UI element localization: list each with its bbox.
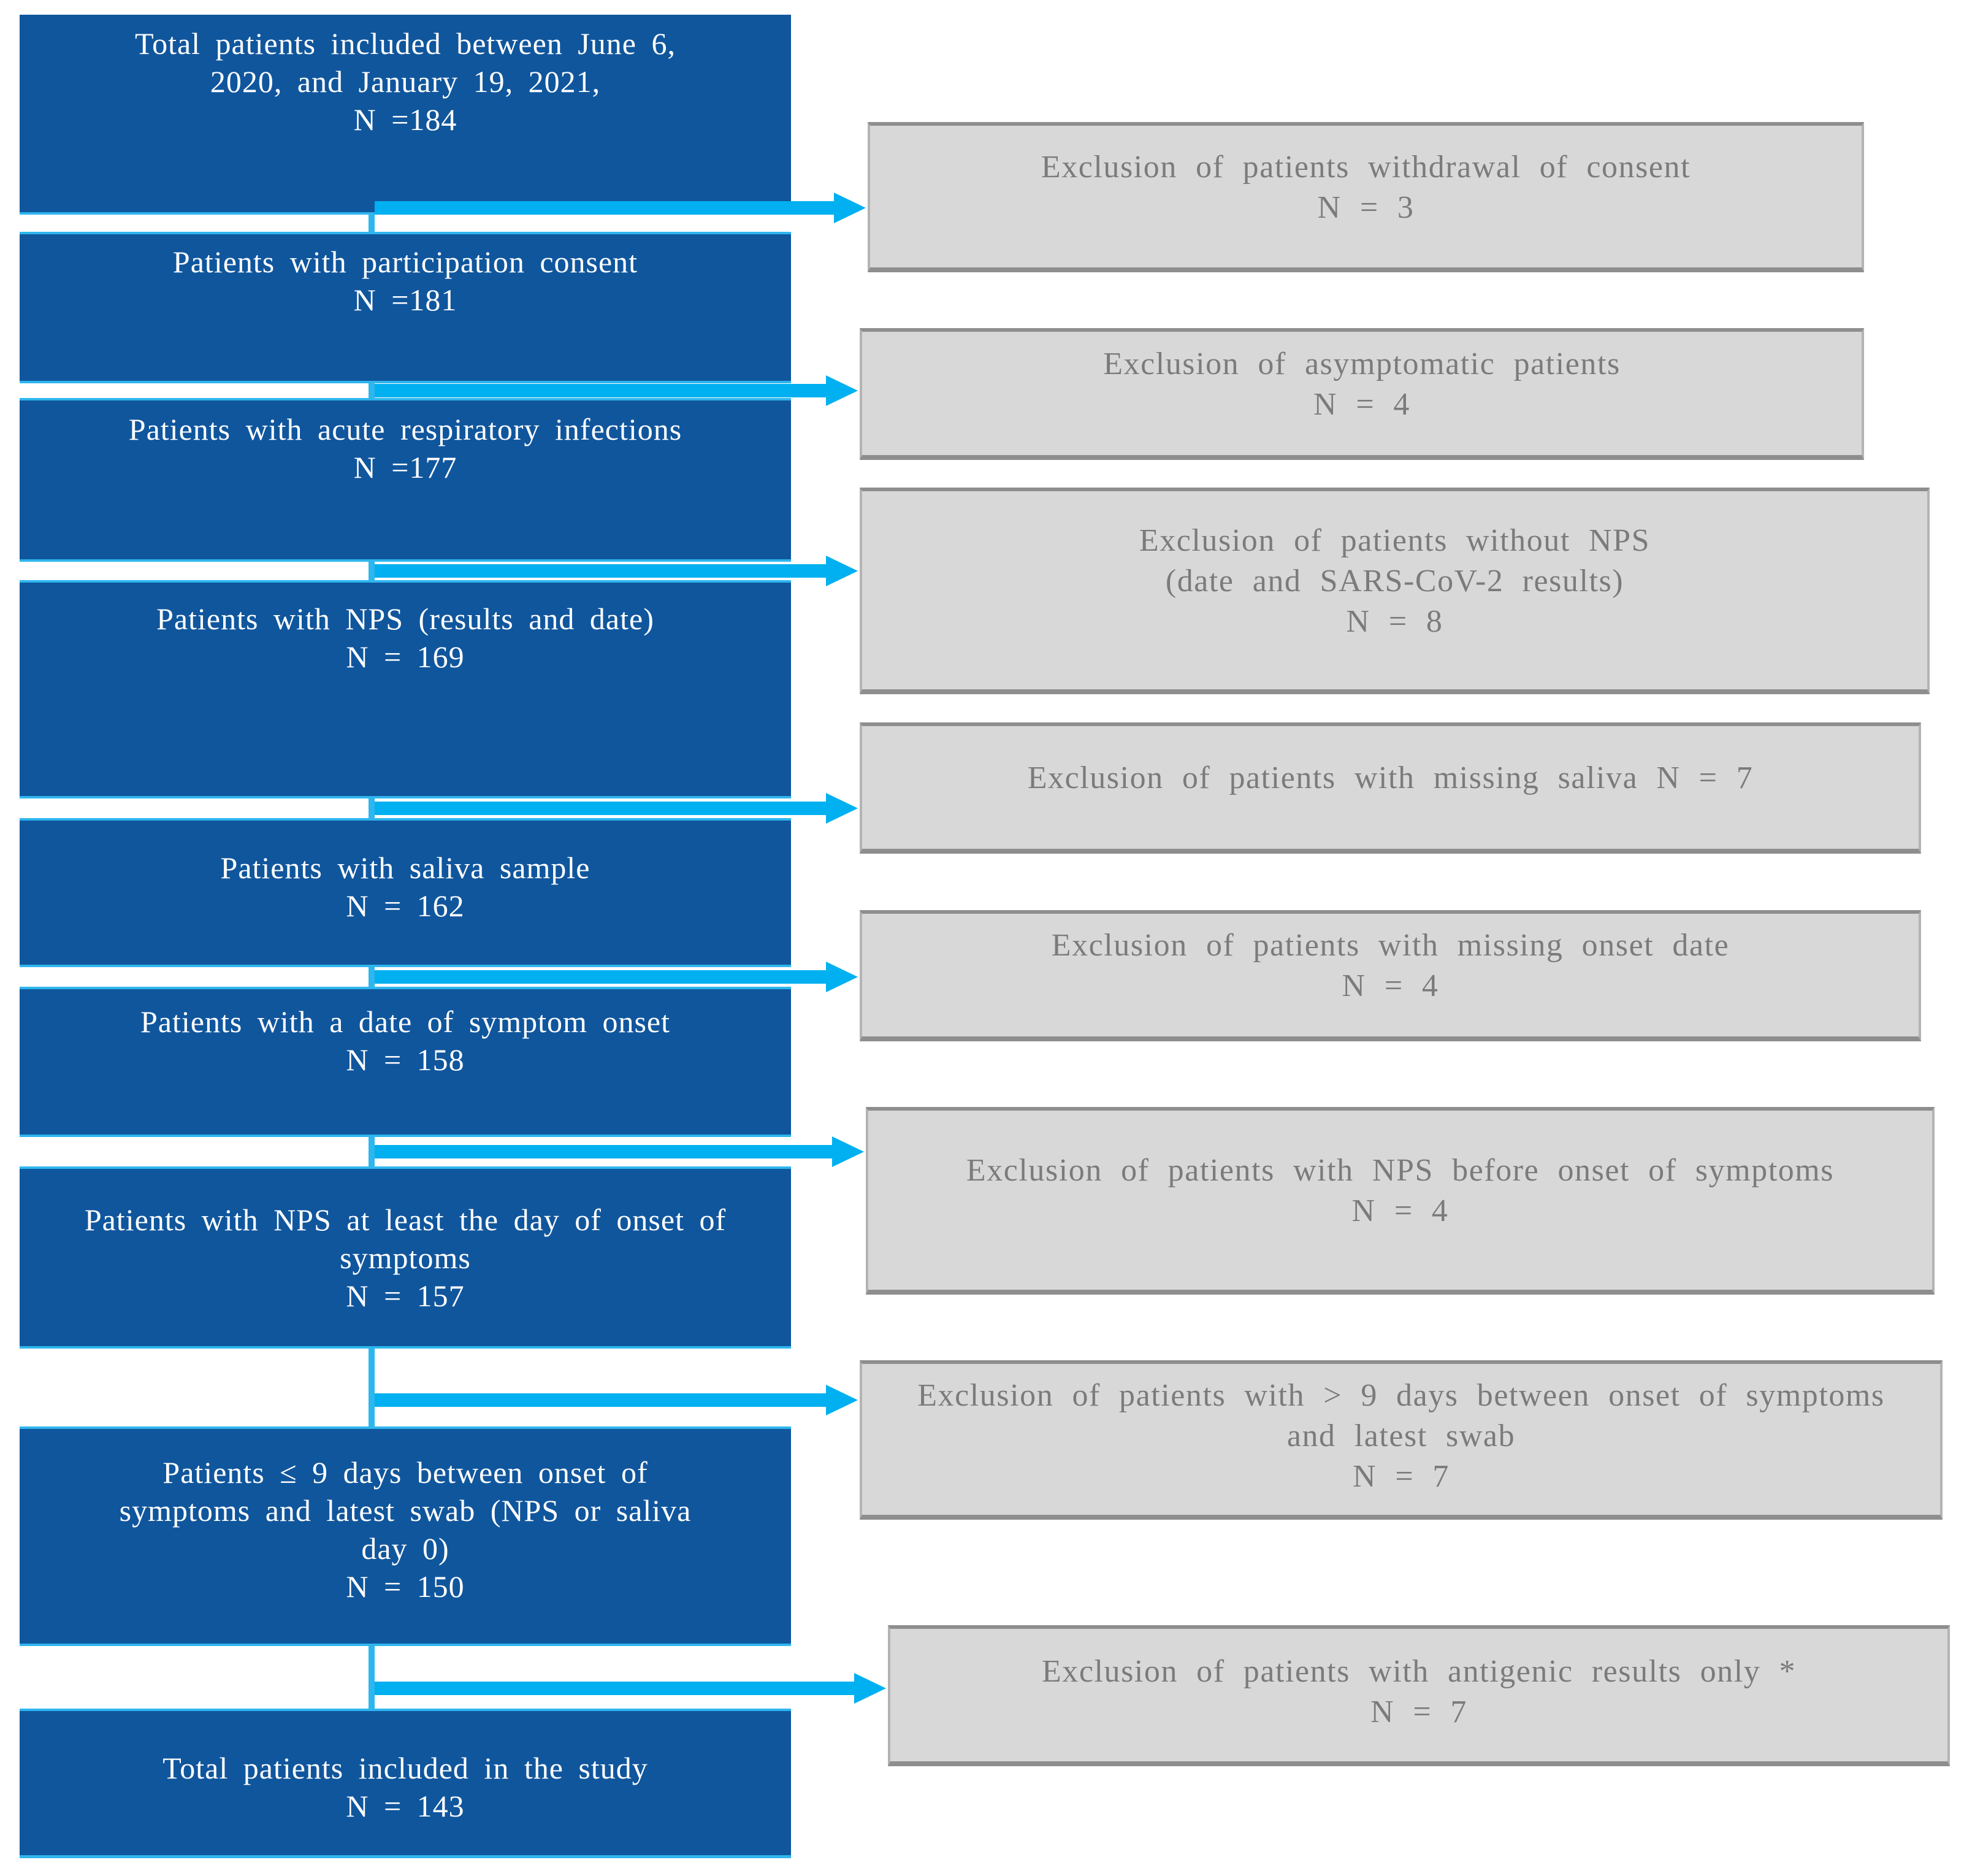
box-text-line: N = 8 [1346, 603, 1443, 639]
box-text-line: Exclusion of patients with antigenic res… [1041, 1654, 1797, 1689]
exclusion-box-asymptomatic: Exclusion of asymptomatic patients N = 4 [860, 328, 1864, 460]
exclusion-box-nps-before-onset: Exclusion of patients with NPS before on… [866, 1107, 1935, 1295]
box-text-line: N = 4 [1342, 968, 1439, 1003]
box-text-line: N = 7 [1353, 1459, 1450, 1494]
exclusion-box-missing-saliva: Exclusion of patients with missing saliv… [860, 722, 1921, 854]
box-text-line: Patients ≤ 9 days between onset of [162, 1455, 648, 1490]
flow-box-nps-day-of-onset: Patients with NPS at least the day of on… [20, 1169, 791, 1346]
box-text-line: day 0) [361, 1531, 449, 1566]
arrow-head-icon [832, 1136, 864, 1167]
box-text-line: N =184 [353, 102, 457, 137]
connector-gap-8 [20, 1644, 791, 1711]
box-text-line: Exclusion of patients with > 9 days betw… [917, 1378, 1885, 1413]
arrow-head-icon [826, 962, 858, 992]
flow-box-symptom-onset-date: Patients with a date of symptom onset N … [20, 989, 791, 1135]
connector-line [369, 215, 375, 232]
arrow-shaft [375, 564, 827, 578]
exclusion-box-missing-onset-date: Exclusion of patients with missing onset… [860, 910, 1921, 1041]
flow-box-total-in-study: Total patients included in the study N =… [20, 1711, 791, 1858]
arrow-head-icon [826, 793, 858, 824]
box-text-line: Exclusion of patients with missing onset… [1051, 928, 1730, 963]
connector-line [369, 1349, 375, 1426]
box-text-line: Patients with acute respiratory infectio… [128, 412, 682, 446]
box-text-line: Total patients included between June 6, [135, 26, 676, 61]
flow-arrow-2 [375, 375, 858, 406]
arrow-head-icon [826, 556, 858, 586]
arrow-shaft [375, 1145, 833, 1158]
arrow-shaft [375, 1393, 827, 1407]
box-text-line: N =181 [353, 283, 457, 317]
arrow-head-icon [826, 1385, 858, 1415]
box-text-line: Exclusion of patients withdrawal of cons… [1041, 149, 1691, 185]
box-text-line: Exclusion of patients with missing saliv… [1027, 760, 1754, 795]
box-text-line: Exclusion of patients with NPS before on… [966, 1153, 1835, 1188]
arrow-head-icon [826, 375, 858, 406]
box-text-line: symptoms and latest swab (NPS or saliva [119, 1493, 692, 1528]
flow-box-saliva-sample: Patients with saliva sample N = 162 [20, 821, 791, 965]
connector-line [369, 383, 375, 398]
flow-box-acute-respiratory: Patients with acute respiratory infectio… [20, 400, 791, 559]
exclusion-box-without-nps: Exclusion of patients without NPS (date … [860, 488, 1930, 694]
connector-line [369, 1137, 375, 1166]
exclusion-box-over-9-days: Exclusion of patients with > 9 days betw… [860, 1360, 1943, 1520]
flow-arrow-4 [375, 793, 858, 824]
box-text-line: N = 4 [1313, 386, 1410, 422]
flow-arrow-6 [375, 1136, 864, 1167]
box-text-line: N = 162 [346, 889, 465, 923]
box-text-line: Patients with saliva sample [220, 851, 590, 885]
box-text-line: Total patients included in the study [162, 1751, 648, 1785]
box-text-line: N = 7 [1370, 1694, 1467, 1729]
flow-arrow-1 [375, 193, 866, 223]
flow-arrow-7 [375, 1385, 858, 1415]
arrow-shaft [375, 802, 827, 815]
flow-arrow-3 [375, 556, 858, 586]
flow-arrow-8 [375, 1673, 886, 1704]
box-text-line: N = 150 [346, 1569, 465, 1604]
box-text-line: Exclusion of patients without NPS [1139, 523, 1651, 558]
arrow-head-icon [854, 1673, 886, 1704]
connector-line [369, 562, 375, 580]
connector-line [369, 967, 375, 987]
connector-gap-7 [20, 1346, 791, 1429]
exclusion-box-withdrawal-consent: Exclusion of patients withdrawal of cons… [868, 122, 1864, 272]
box-text-line: N = 158 [346, 1043, 465, 1077]
box-text-line: 2020, and January 19, 2021, [210, 64, 601, 99]
connector-line [369, 798, 375, 818]
exclusion-box-antigenic-only: Exclusion of patients with antigenic res… [888, 1625, 1950, 1766]
arrow-shaft [375, 1682, 855, 1695]
flow-box-participation-consent: Patients with participation consent N =1… [20, 234, 791, 381]
box-text-line: N = 169 [346, 640, 465, 674]
box-text-line: N = 3 [1317, 190, 1415, 225]
box-text-line: Patients with NPS (results and date) [156, 602, 654, 636]
flow-box-total-included: Total patients included between June 6, … [20, 15, 791, 212]
arrow-shaft [375, 384, 827, 397]
arrow-shaft [375, 201, 835, 215]
box-text-line: Patients with NPS at least the day of on… [84, 1203, 727, 1237]
box-text-line: and latest swab [1286, 1418, 1516, 1453]
box-text-line: (date and SARS-CoV-2 results) [1165, 563, 1624, 599]
flow-arrow-5 [375, 962, 858, 992]
box-text-line: Exclusion of asymptomatic patients [1103, 346, 1621, 381]
arrow-head-icon [834, 193, 866, 223]
box-text-line: N = 4 [1351, 1193, 1449, 1228]
box-text-line: symptoms [340, 1241, 471, 1275]
box-text-line: N = 143 [346, 1789, 465, 1823]
box-text-line: Patients with participation consent [172, 245, 638, 279]
arrow-shaft [375, 970, 827, 984]
box-text-line: Patients with a date of symptom onset [140, 1005, 670, 1039]
box-text-line: N =177 [353, 450, 457, 484]
connector-line [369, 1646, 375, 1709]
box-text-line: N = 157 [346, 1279, 465, 1313]
flow-box-within-9-days: Patients ≤ 9 days between onset of sympt… [20, 1429, 791, 1644]
flow-box-nps-results-date: Patients with NPS (results and date) N =… [20, 583, 791, 796]
